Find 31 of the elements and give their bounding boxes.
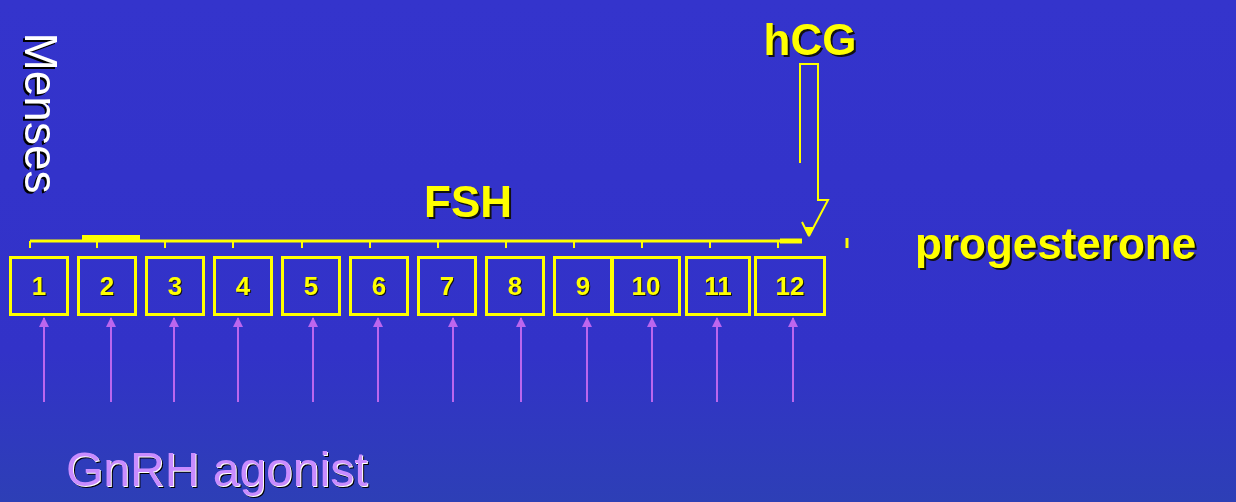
day-box: 7 <box>417 256 477 316</box>
day-box: 3 <box>145 256 205 316</box>
arrow <box>169 317 179 403</box>
arrow <box>448 317 458 403</box>
arrow <box>516 317 526 403</box>
day-box: 4 <box>213 256 273 316</box>
day-box: 12 <box>754 256 826 316</box>
day-box: 1 <box>9 256 69 316</box>
arrow <box>233 317 243 403</box>
day-box: 5 <box>281 256 341 316</box>
arrow <box>647 317 657 403</box>
text-label: progesterone <box>915 222 1197 266</box>
day-box: 11 <box>685 256 751 316</box>
arrow <box>308 317 318 403</box>
arrow <box>39 317 49 403</box>
arrow <box>799 63 830 237</box>
day-box: 2 <box>77 256 137 316</box>
day-box: 8 <box>485 256 545 316</box>
arrow <box>788 317 798 403</box>
arrow <box>582 317 592 403</box>
text-label: GnRH agonist <box>66 446 368 494</box>
vertical-label: Menses <box>17 32 64 194</box>
day-box: 9 <box>553 256 613 316</box>
day-box: 10 <box>611 256 681 316</box>
hormone-label: hCG <box>740 16 880 64</box>
day-box: 6 <box>349 256 409 316</box>
arrow <box>106 317 116 403</box>
text-label: FSH <box>424 180 512 224</box>
time-axis <box>28 235 804 250</box>
arrow <box>373 317 383 403</box>
arrow <box>712 317 722 403</box>
